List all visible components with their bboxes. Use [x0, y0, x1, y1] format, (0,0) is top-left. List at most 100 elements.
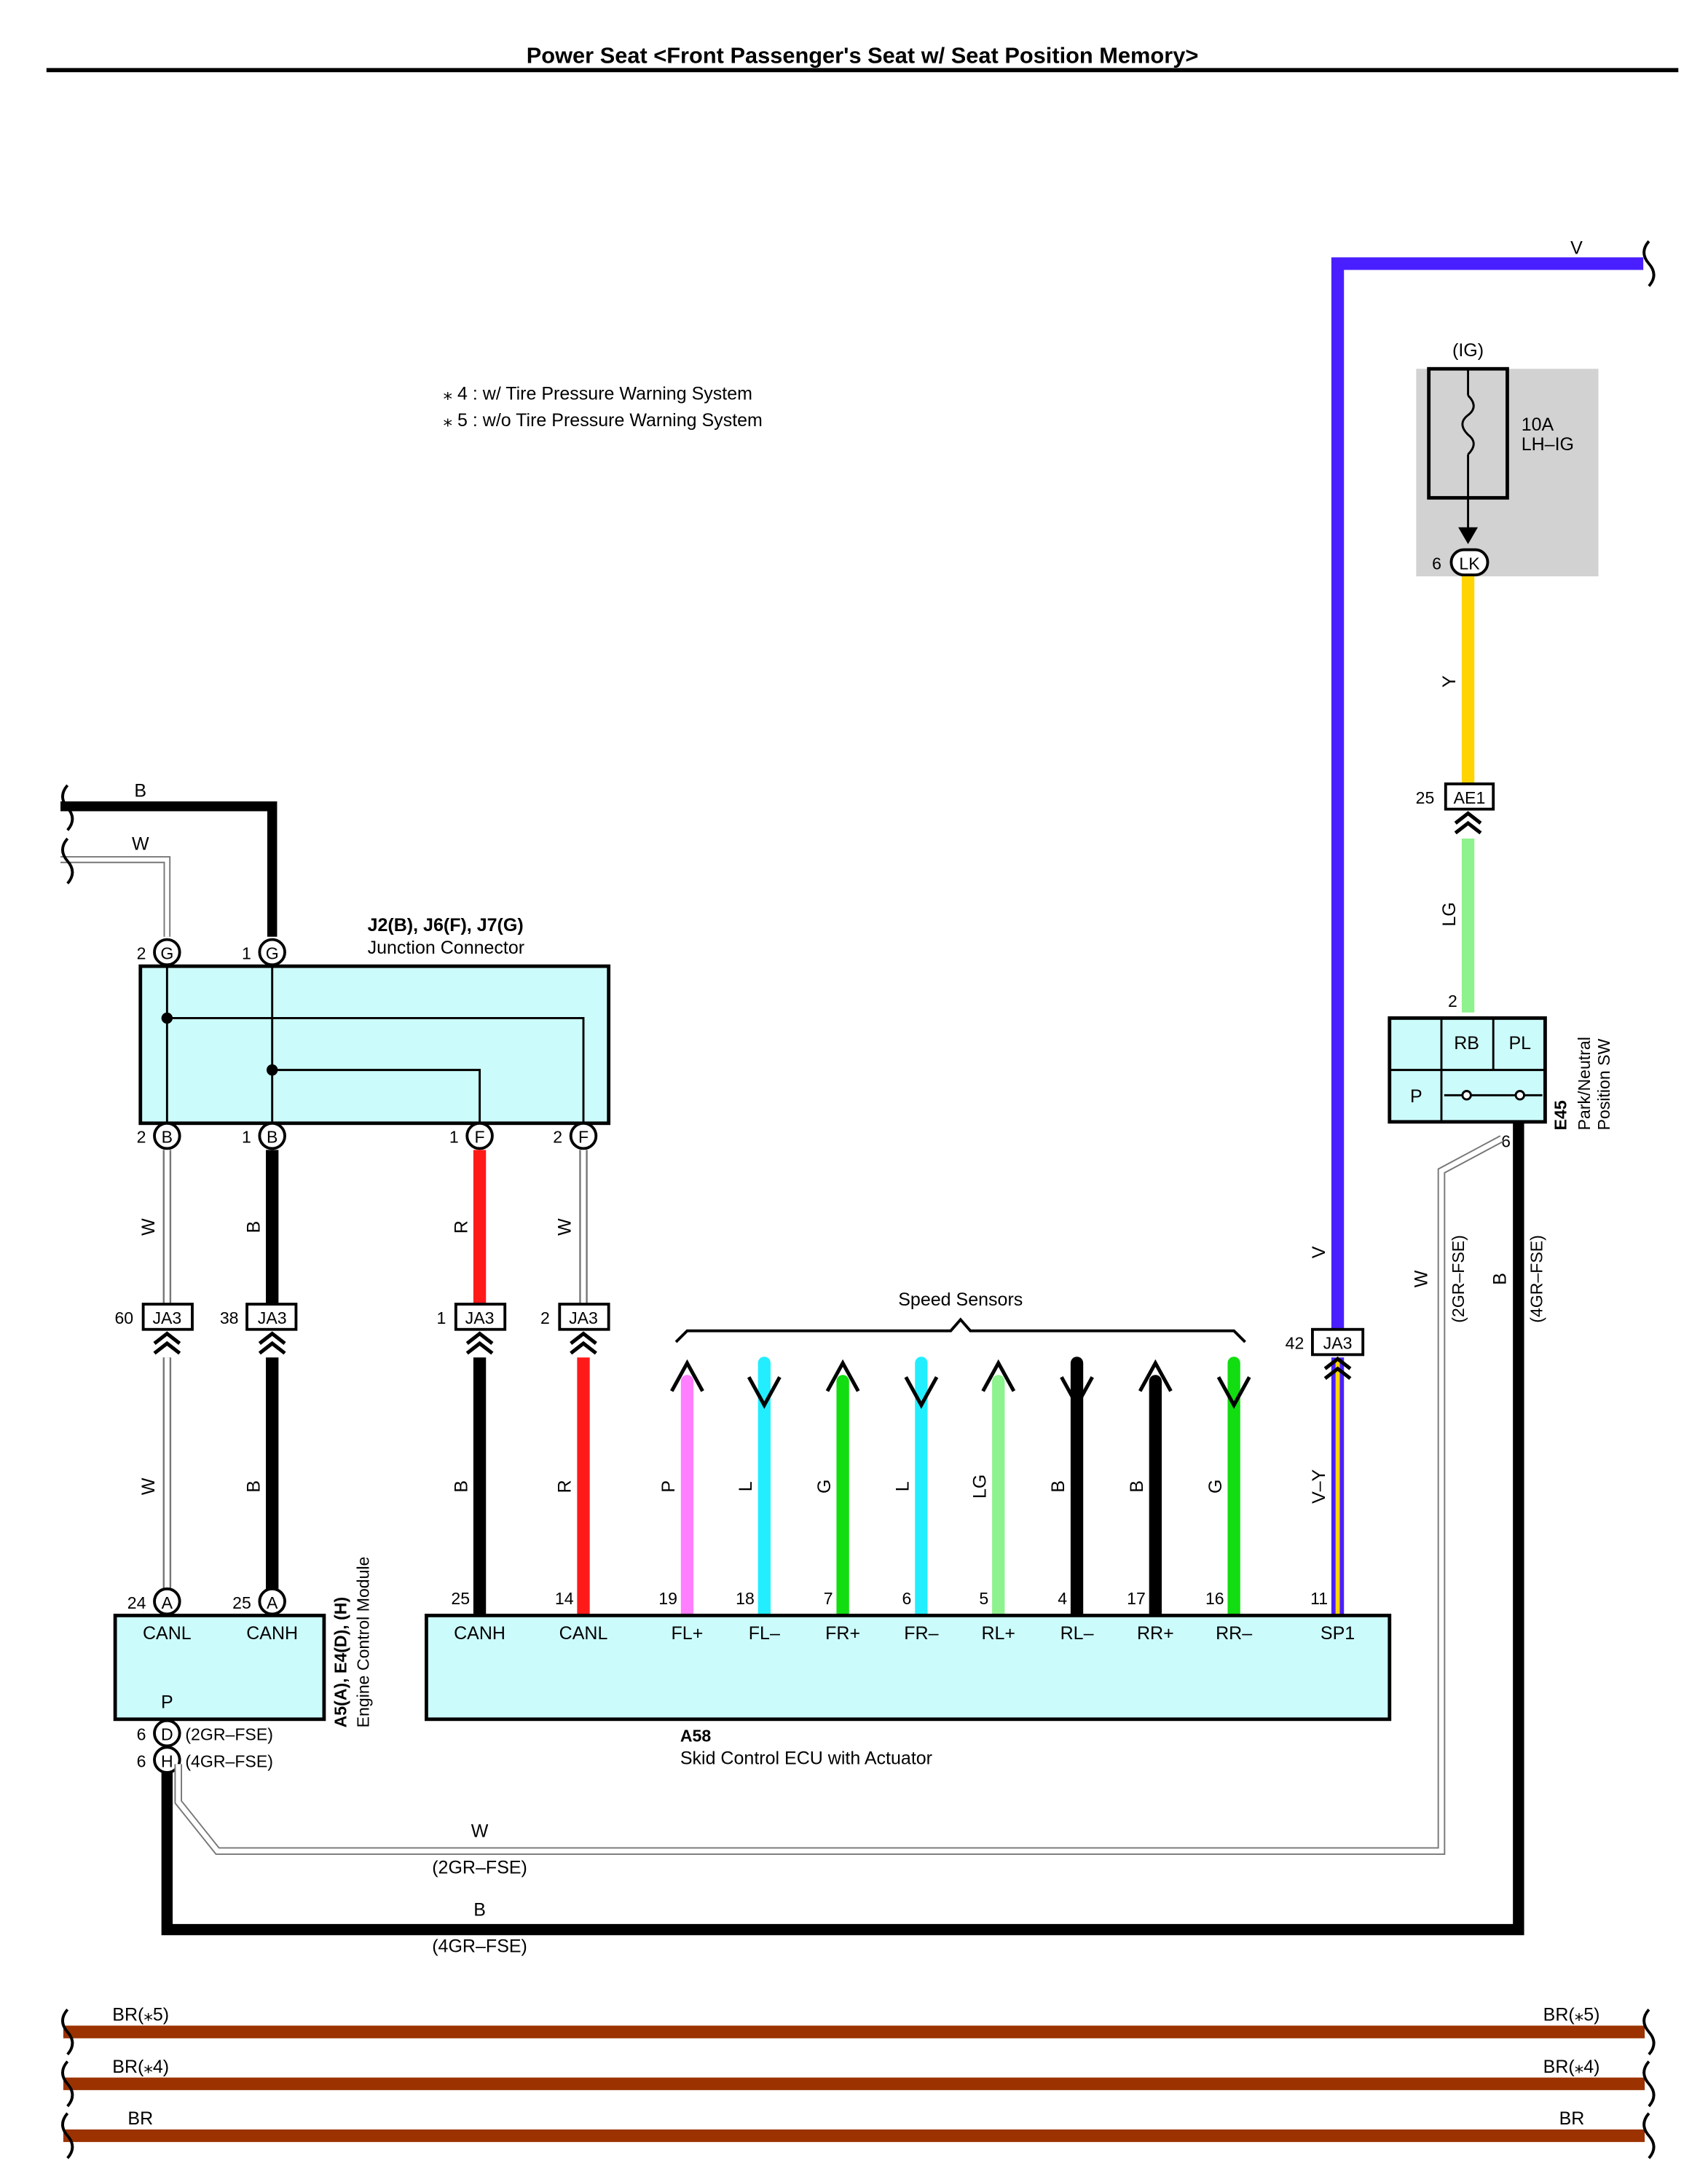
wire-label: L: [893, 1481, 913, 1491]
switch-name-1: Park/Neutral: [1575, 1037, 1594, 1130]
term-label: CANH: [454, 1623, 505, 1644]
pin-number: 25: [451, 1589, 470, 1608]
engine-control-module: A 24 A 25 CANL CANH P A5(A), E4(D), (H) …: [113, 1557, 373, 1774]
arrow-up-icon: [1138, 1359, 1173, 1392]
pin-number: 2: [540, 1308, 550, 1327]
pin-number: 60: [114, 1308, 133, 1327]
pin-number: 6: [902, 1589, 912, 1608]
connector-label: JA3: [465, 1308, 495, 1327]
skid-name: Skid Control ECU with Actuator: [680, 1748, 932, 1768]
switch-cell-p: P: [1410, 1086, 1422, 1107]
junction-box: [138, 964, 611, 1126]
wire-label: B: [473, 1899, 486, 1920]
pin-note: (2GR–FSE): [185, 1725, 273, 1744]
switch-id: E45: [1551, 1100, 1570, 1130]
br-label-left: BR(⁎4): [112, 2057, 169, 2077]
br-label-right: BR: [1559, 2108, 1585, 2129]
wire-break-icon: [1642, 2060, 1656, 2108]
connector-label: JA3: [152, 1308, 181, 1327]
ecm-name: Engine Control Module: [354, 1557, 373, 1728]
chevron-up-icon: [259, 1333, 285, 1353]
pin-circle: [258, 1121, 286, 1150]
connector-ja3: [558, 1303, 610, 1331]
term-label: FR+: [825, 1623, 860, 1644]
note-5: ⁎ 5 : w/o Tire Pressure Warning System: [444, 410, 763, 431]
pin-number: 24: [127, 1593, 146, 1612]
br-label-right: BR(⁎4): [1543, 2057, 1600, 2077]
pin-circle: [258, 938, 286, 967]
connector-label: JA3: [569, 1308, 598, 1327]
wire-label: V–Y: [1309, 1469, 1329, 1504]
pin-letter: F: [578, 1128, 589, 1147]
wire-label-v-top: V: [1570, 238, 1583, 258]
splice-dot: [267, 1064, 278, 1076]
pin-number: 2: [137, 1128, 146, 1147]
connector-ja3: [141, 1303, 194, 1331]
wire-label: B: [1048, 1480, 1069, 1493]
pin-letter: A: [162, 1593, 173, 1612]
term-label: RL+: [981, 1623, 1015, 1644]
pin-number: 4: [1058, 1589, 1067, 1608]
wire-label: W: [138, 1477, 159, 1495]
fuse-icon: [1461, 394, 1475, 455]
wire-break-icon: [61, 2060, 74, 2108]
wire-note: (2GR–FSE): [432, 1858, 527, 1878]
arrow-down-icon: [747, 1375, 782, 1409]
term-label: CANL: [143, 1623, 192, 1644]
pin-number: 2: [553, 1128, 562, 1147]
pin-letter: G: [266, 944, 279, 963]
pin-number: 6: [1432, 554, 1441, 573]
connector-label: JA3: [1323, 1334, 1353, 1353]
br-label-left: BR: [127, 2108, 153, 2129]
arrow-down-icon: [1060, 1375, 1094, 1409]
wire-label: W: [471, 1821, 489, 1841]
wire-label: R: [555, 1480, 575, 1493]
wire-v-top: V: [1331, 238, 1656, 1340]
wire-label: R: [451, 1220, 471, 1233]
term-label: RL–: [1060, 1623, 1094, 1644]
wire-label: W: [555, 1218, 575, 1236]
ecm-id: A5(A), E4(D), (H): [331, 1597, 350, 1728]
connector-ae1: AE1 25: [1416, 782, 1495, 833]
chevron-up-icon: [467, 1333, 492, 1353]
chevron-up-icon: [571, 1333, 597, 1353]
term-label: RR–: [1216, 1623, 1252, 1644]
pin-circle: [153, 938, 181, 967]
junction-to-ja3-wires: W B R W: [138, 1150, 588, 1305]
chevron-up-icon: [154, 1333, 180, 1353]
arrow-up-icon: [981, 1359, 1016, 1392]
wire-break-icon: [61, 2112, 74, 2159]
pin-number: 25: [232, 1593, 251, 1612]
pin-circle: [465, 1121, 494, 1150]
skid-box: [425, 1613, 1392, 1722]
pin-note: (4GR–FSE): [185, 1751, 273, 1770]
wire-label-lg: LG: [1439, 902, 1460, 926]
connector-ja3: [454, 1303, 507, 1331]
term-label: RR+: [1137, 1623, 1174, 1644]
wire-label: W: [1412, 1270, 1432, 1287]
pin-number: 6: [1501, 1131, 1511, 1150]
skid-id: A58: [680, 1727, 712, 1746]
wire-label: G: [1205, 1480, 1226, 1494]
wire-label: B: [243, 1480, 264, 1493]
pin-number: 1: [449, 1128, 459, 1147]
bracket: [674, 1317, 1246, 1343]
pin-number: 6: [137, 1725, 146, 1744]
note-4: ⁎ 4 : w/ Tire Pressure Warning System: [444, 384, 752, 404]
arrow-down-icon: [1458, 527, 1479, 544]
wire-break-icon: [61, 784, 74, 831]
pin-number: 6: [137, 1751, 146, 1770]
splice-dot: [161, 1012, 173, 1024]
term-label: P: [161, 1692, 173, 1712]
term-label: CANL: [559, 1623, 608, 1644]
connector-lk: [1449, 548, 1489, 577]
term-label: FL–: [749, 1623, 780, 1644]
switch-cell-rb: RB: [1454, 1033, 1479, 1053]
pin-number: 38: [220, 1308, 239, 1327]
term-label: FR–: [904, 1623, 938, 1644]
arrow-up-icon: [825, 1359, 860, 1392]
junction-id: J2(B), J6(F), J7(G): [368, 915, 524, 935]
connector-ae1-label: AE1: [1454, 788, 1486, 807]
